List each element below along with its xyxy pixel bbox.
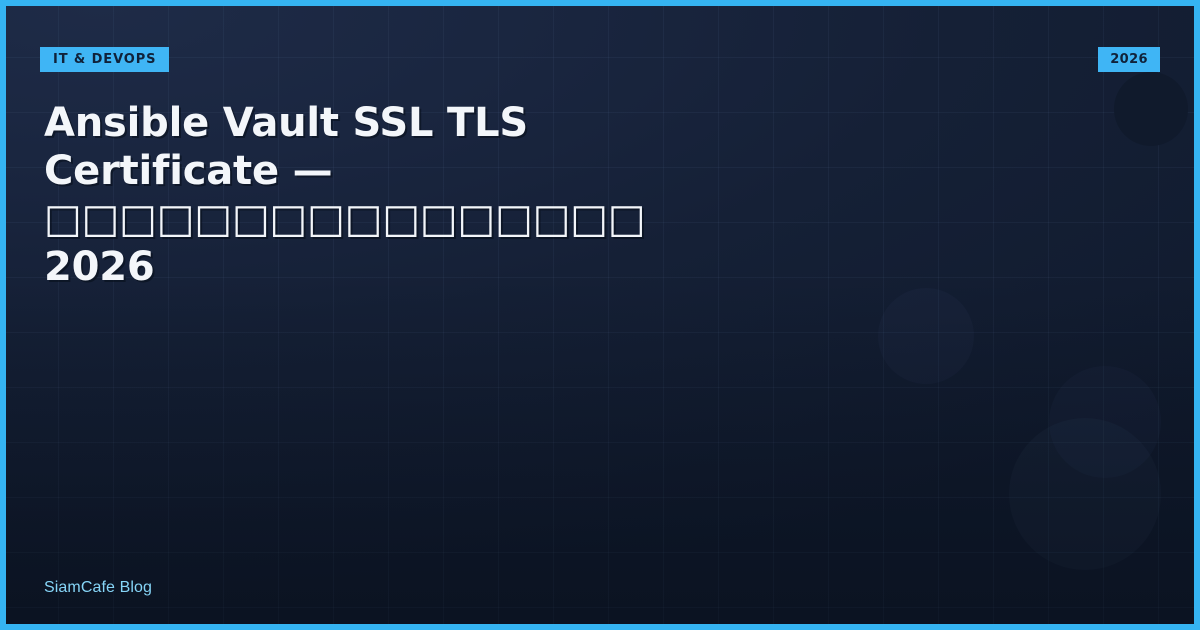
background-vignette [6, 6, 1194, 624]
bottom-right-upper-circle [1049, 366, 1161, 478]
top-row: IT & DEVOPS 2026 [40, 47, 1160, 73]
page-title-line-2-thai-tofu: □□□□□□□□□□□□□□□□ [44, 196, 646, 242]
top-right-dark-circle [1114, 72, 1188, 146]
page-title-line-3: 2026 [44, 244, 155, 290]
background-gradient [6, 6, 1194, 624]
year-badge: 2026 [1098, 47, 1160, 72]
background-grid-pattern [6, 6, 1194, 624]
bottom-right-large-circle [1009, 418, 1161, 570]
site-name-footer: SiamCafe Blog [44, 579, 153, 596]
mid-right-circle [878, 288, 974, 384]
page-title-line-1: Ansible Vault SSL TLS [44, 100, 528, 146]
category-badge: IT & DEVOPS [40, 47, 170, 72]
page-title-line-2-prefix: Certificate — [44, 148, 333, 194]
